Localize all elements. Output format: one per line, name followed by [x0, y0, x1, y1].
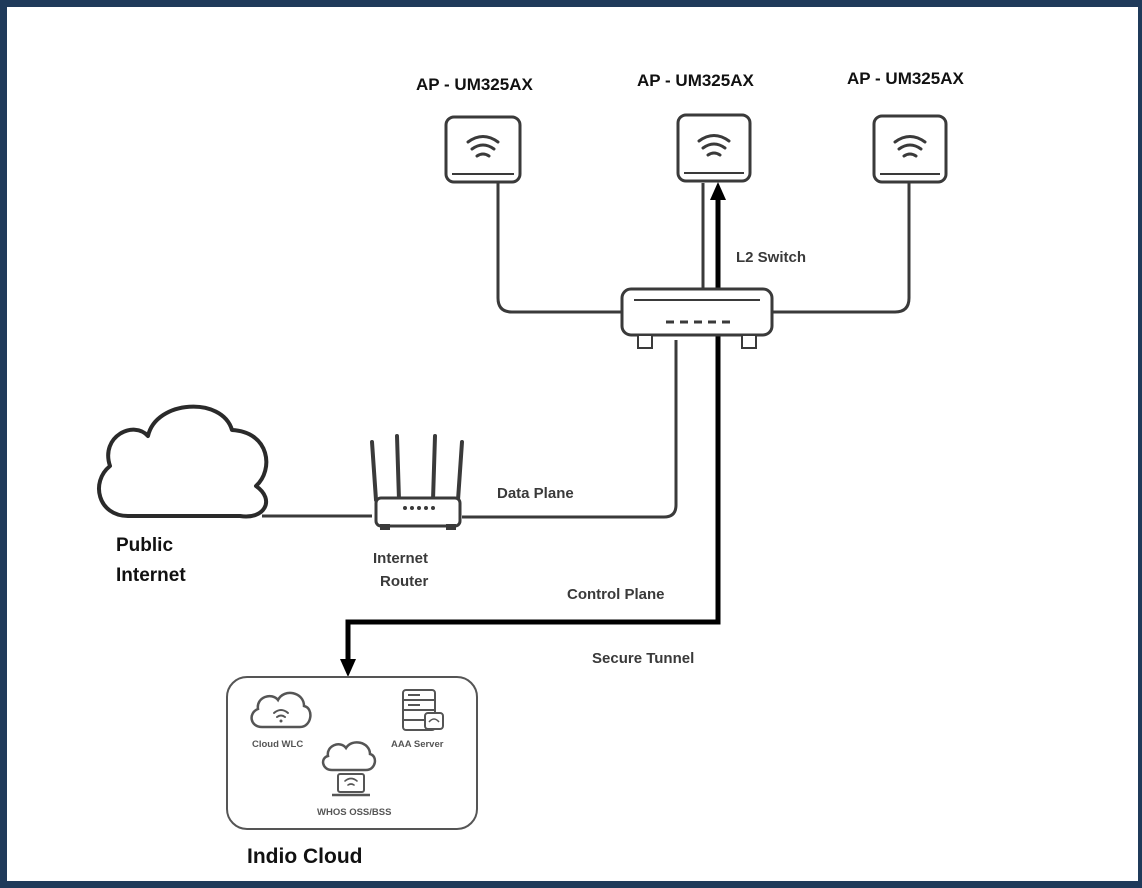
- data-plane-label: Data Plane: [497, 485, 574, 502]
- public-internet-cloud-icon[interactable]: [97, 404, 269, 519]
- indio-cloud-box[interactable]: Cloud WLC AAA Server WHOS O: [226, 676, 478, 830]
- laptop-cloud-icon: [321, 741, 377, 797]
- secure-tunnel-label: Secure Tunnel: [592, 650, 694, 667]
- internet-label-line1: Public: [116, 535, 173, 556]
- oss-bss-label: WHOS OSS/BSS: [317, 807, 391, 818]
- tunnel-arrow-up: [710, 182, 726, 200]
- l2-switch[interactable]: [620, 287, 774, 349]
- router-label-line2: Router: [380, 573, 428, 590]
- ap3-uplink: [772, 183, 911, 314]
- wifi-icon: [466, 135, 500, 158]
- aaa-server-label: AAA Server: [391, 739, 444, 750]
- control-plane-label: Control Plane: [567, 586, 665, 603]
- ap1-uplink: [496, 183, 622, 314]
- ap2-label: AP - UM325AX: [637, 71, 754, 90]
- internet-label-line2: Internet: [116, 565, 186, 586]
- tunnel-arrow-down: [340, 659, 356, 677]
- wifi-icon: [893, 135, 927, 158]
- indio-cloud-label: Indio Cloud: [247, 845, 362, 868]
- access-point-2[interactable]: [676, 113, 752, 183]
- wifi-icon: [697, 134, 731, 157]
- cloud-wlc-label: Cloud WLC: [252, 739, 303, 750]
- access-point-3[interactable]: [872, 114, 948, 184]
- ap1-label: AP - UM325AX: [416, 75, 533, 94]
- cloud-wlc-icon: [250, 691, 312, 729]
- router-label-line1: Internet: [373, 550, 428, 567]
- data-plane-link: [462, 340, 678, 519]
- switch-label: L2 Switch: [736, 249, 806, 266]
- ap3-label: AP - UM325AX: [847, 69, 964, 88]
- server-icon: [402, 689, 444, 731]
- access-point-1[interactable]: [444, 115, 522, 184]
- secure-tunnel-path: [345, 200, 721, 660]
- internet-router[interactable]: [370, 434, 464, 530]
